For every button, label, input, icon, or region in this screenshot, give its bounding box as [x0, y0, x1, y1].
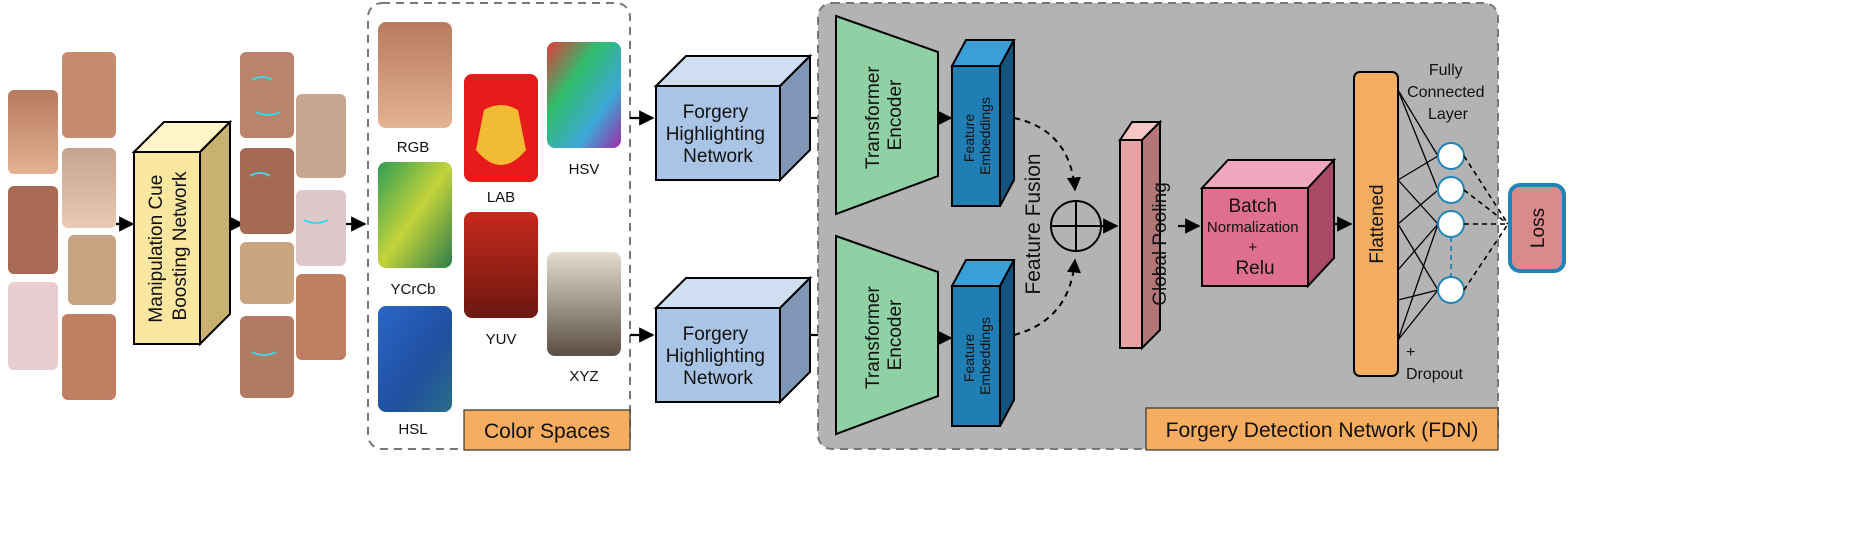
loss-label: Loss	[1528, 208, 1549, 248]
transformer-label-2: Encoder	[885, 79, 906, 150]
face-image	[240, 242, 294, 304]
fdn-panel: Transformer Encoder Transformer Encoder …	[817, 2, 1499, 451]
boosting-network-front	[133, 151, 201, 345]
fc-neuron	[1437, 142, 1465, 170]
hsl-image	[378, 306, 452, 412]
boosted-face-images	[240, 52, 346, 398]
embeddings-label-2: Embeddings	[977, 97, 993, 175]
fdn-label: Forgery Detection Network (FDN)	[1166, 419, 1479, 442]
boosting-network-label-1: Manipulation Cue	[146, 175, 167, 323]
face-image	[8, 282, 58, 370]
fc-neuron	[1437, 210, 1465, 238]
batch-normalization-relu: Batch Normalization + Relu	[1199, 157, 1337, 289]
color-spaces-panel: RGB YCrCb HSL LAB YUV HSV XYZ Color Spac…	[367, 2, 631, 451]
hsv-label: HSV	[569, 161, 600, 178]
rgb-label: RGB	[397, 139, 430, 156]
fc-connections	[1397, 89, 1439, 341]
svg-text:Batch Normalization: Batch Normalization + Relu	[1207, 196, 1303, 279]
transformer-label-1: Transformer	[863, 66, 884, 169]
fusion-operator-icon	[1050, 200, 1102, 252]
face-image	[8, 90, 58, 174]
face-image	[240, 52, 294, 138]
face-image	[296, 274, 346, 360]
svg-text:Transformer Encoder: Transformer Encoder	[863, 281, 906, 389]
svg-text:Manipulation Cue Boostin: Manipulation Cue Boosting Network	[146, 169, 191, 322]
highlighting-network-front	[655, 85, 781, 181]
transformer-label-1: Transformer	[863, 286, 884, 389]
dropout-plus: +	[1406, 344, 1415, 361]
svg-text:Forgery Highlighting: Forgery Highlighting Network	[666, 102, 771, 167]
embeddings-label-1: Feature	[961, 334, 977, 382]
face-image	[62, 148, 116, 228]
highlighting-network-front	[655, 307, 781, 403]
face-image	[296, 190, 346, 266]
global-pooling-label: Global Pooling	[1150, 182, 1171, 306]
embeddings-label-1: Feature	[961, 114, 977, 162]
xyz-label: XYZ	[569, 368, 598, 385]
yuv-label: YUV	[486, 331, 517, 348]
color-spaces-label: Color Spaces	[484, 420, 610, 443]
batchnorm-label-1: Batch	[1228, 196, 1277, 217]
hsv-image	[547, 42, 621, 148]
face-image	[68, 235, 116, 305]
fusion-arrow-top	[1013, 117, 1081, 192]
hsl-label: HSL	[398, 421, 427, 438]
flattened-label: Flattened	[1367, 184, 1388, 263]
highlighting-label-2: Highlighting	[666, 346, 765, 367]
feature-embeddings-top: Feature Embeddings	[950, 39, 1016, 207]
svg-text:Transformer Encoder: Transformer Encoder	[863, 61, 906, 169]
svg-text:+ Dropout: + Dropout	[1406, 344, 1463, 383]
fusion-arrow-bottom	[1013, 258, 1081, 336]
global-pooling: Global Pooling	[1118, 119, 1171, 351]
fc-neuron	[1437, 176, 1465, 204]
feature-embeddings-bottom: Feature Embeddings	[950, 259, 1016, 427]
boosting-network-label-2: Boosting Network	[170, 171, 191, 320]
face-image	[240, 148, 294, 234]
fdn-label-box	[1145, 407, 1499, 451]
transformer-encoder-top	[835, 14, 939, 216]
highlighting-label-1: Forgery	[683, 324, 749, 345]
svg-text:Feature Embeddings: Feature Embeddings	[961, 317, 993, 395]
svg-text:Forgery Highlighting: Forgery Highlighting Network	[666, 324, 771, 389]
highlighting-label-2: Highlighting	[666, 124, 765, 145]
input-face-images	[8, 52, 116, 400]
batchnorm-label-2: Normalization	[1207, 219, 1299, 236]
forgery-highlighting-network-bottom: Forgery Highlighting Network	[653, 275, 813, 405]
transformer-encoder-bottom	[835, 234, 939, 436]
forgery-highlighting-network-top: Forgery Highlighting Network	[653, 53, 813, 183]
manipulation-cue-boosting-network: Manipulation Cue Boosting Network	[131, 119, 233, 347]
loss-connections	[1463, 155, 1509, 291]
embeddings-label-2: Embeddings	[977, 317, 993, 395]
dropout-label: Dropout	[1406, 366, 1463, 383]
face-image	[62, 52, 116, 138]
face-image	[62, 314, 116, 400]
yuv-image	[464, 212, 538, 318]
feature-fusion-label: Feature Fusion	[1022, 153, 1045, 294]
highlighting-label-1: Forgery	[683, 102, 749, 123]
loss-box	[1508, 183, 1566, 273]
fc-neuron	[1437, 276, 1465, 304]
face-image	[8, 186, 58, 274]
lab-label: LAB	[487, 189, 515, 206]
svg-text:Feature Embeddings: Feature Embeddings	[961, 97, 993, 175]
fc-label-1: Fully	[1429, 62, 1463, 79]
fc-label-2: Connected	[1407, 84, 1484, 101]
ycrcb-label: YCrCb	[390, 281, 435, 298]
fc-label-3: Layer	[1428, 106, 1469, 123]
highlighting-label-3: Network	[683, 368, 753, 389]
face-image	[240, 316, 294, 398]
xyz-image	[547, 252, 621, 356]
rgb-image	[378, 22, 452, 128]
highlighting-label-3: Network	[683, 146, 753, 167]
ycrcb-image	[378, 162, 452, 268]
batchnorm-label-3: +	[1248, 239, 1257, 256]
face-image	[296, 94, 346, 178]
color-spaces-label-box	[463, 409, 631, 451]
batchnorm-label-4: Relu	[1235, 258, 1274, 279]
transformer-label-2: Encoder	[885, 299, 906, 370]
svg-text:Fully Connected La: Fully Connected Layer	[1407, 62, 1489, 123]
